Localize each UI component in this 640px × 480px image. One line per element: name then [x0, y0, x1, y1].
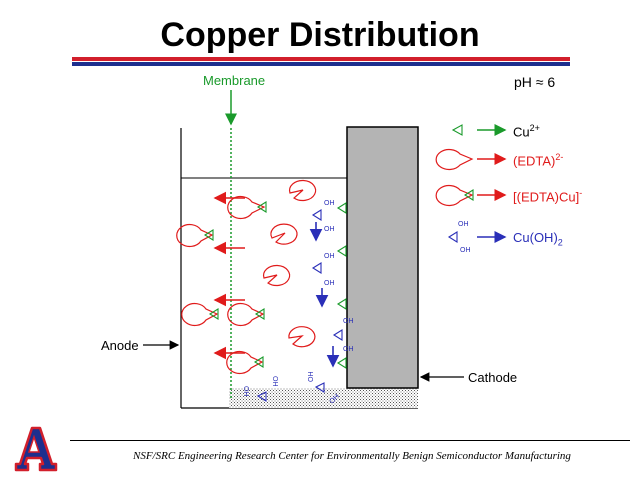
- cu-ion-icon: [336, 298, 347, 310]
- oh-label: OH: [308, 372, 315, 383]
- oh-label: OH: [242, 386, 249, 397]
- edta-icon: [262, 264, 291, 287]
- cathode-electrode: [346, 126, 419, 389]
- legend-cu-icon: [451, 124, 463, 136]
- oh-label: OH: [324, 253, 335, 260]
- legend-cuoh2-label: Cu(OH)2: [513, 230, 563, 248]
- legend-edta-label: (EDTA)2-: [513, 152, 564, 169]
- edta-cu-complexes: [176, 195, 267, 375]
- svg-text:OH: OH: [458, 221, 469, 228]
- title-rule-red: [72, 57, 570, 61]
- legend-edta-cu-label: [(EDTA)Cu]-: [513, 188, 583, 205]
- edta-migration-arrows: [213, 191, 245, 360]
- oh-label: OH: [271, 376, 278, 387]
- edta-icon: [288, 326, 316, 348]
- hydroxide-species: [256, 209, 343, 402]
- edta-cu-complex: [227, 195, 267, 220]
- legend-edta-cu-icon: [435, 184, 474, 207]
- legend: OH OH: [435, 124, 507, 254]
- svg-text:OH: OH: [460, 247, 471, 254]
- edta-icon: [288, 179, 317, 202]
- edta-cu-complex: [226, 350, 264, 375]
- legend-cuoh2-icon: [447, 231, 458, 243]
- cu-ion-icon: [336, 245, 347, 257]
- membrane-label: Membrane: [203, 73, 266, 88]
- copper-deposit: [229, 388, 418, 408]
- hydroxide-labels: OH OH OH OH OH OH OH OH OH OH: [242, 200, 354, 405]
- footer-rule: [70, 440, 630, 441]
- legend-edta-icon: [435, 148, 474, 171]
- edta-cu-complex: [181, 302, 219, 327]
- edta-cu-complex: [176, 223, 214, 248]
- oh-label: OH: [343, 346, 354, 353]
- cu-ion-icon: [336, 202, 347, 214]
- oh-label: OH: [324, 226, 335, 233]
- anode-label: Anode: [101, 338, 139, 353]
- legend-cu-label: Cu2+: [513, 123, 540, 140]
- hydroxide-settling-arrows: [309, 222, 340, 368]
- cu-ions-at-cathode: [336, 202, 347, 369]
- university-logo: [14, 426, 58, 472]
- oh-label: OH: [324, 200, 335, 207]
- edta-free-group: [262, 179, 317, 348]
- title-rule-blue: [72, 62, 570, 66]
- footer-text: NSF/SRC Engineering Research Center for …: [133, 450, 571, 462]
- ph-label: pH ≈ 6: [514, 74, 556, 90]
- cu-ion-icon: [336, 357, 347, 369]
- oh-label: OH: [324, 280, 335, 287]
- edta-icon: [270, 223, 298, 245]
- cathode-label: Cathode: [468, 370, 518, 385]
- slide-title: Copper Distribution: [160, 16, 480, 54]
- oh-label: OH: [343, 318, 354, 325]
- edta-cu-complex: [227, 302, 265, 327]
